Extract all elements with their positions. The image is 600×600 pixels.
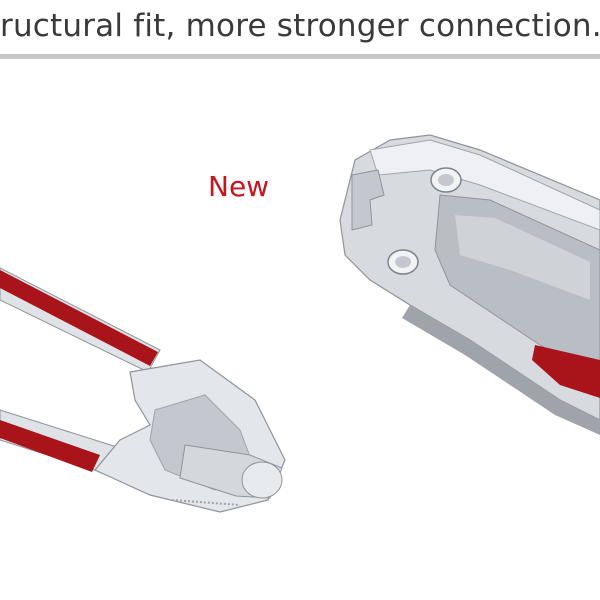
lower-arm-red-strip (0, 420, 100, 472)
new-label: New (208, 170, 270, 203)
channel-floor (455, 215, 590, 300)
upper-arm-red-strip (0, 270, 158, 366)
channel-skirt (402, 305, 600, 435)
old-clamp-part (0, 267, 286, 513)
right-red-insert (532, 345, 600, 398)
nose-tip (241, 461, 283, 499)
end-notch (351, 169, 385, 231)
channel-top-face (369, 139, 600, 231)
new-clamp-part (339, 134, 600, 435)
caption-underline (0, 54, 600, 59)
caption-text: ructural fit, more stronger connection. (0, 8, 600, 44)
